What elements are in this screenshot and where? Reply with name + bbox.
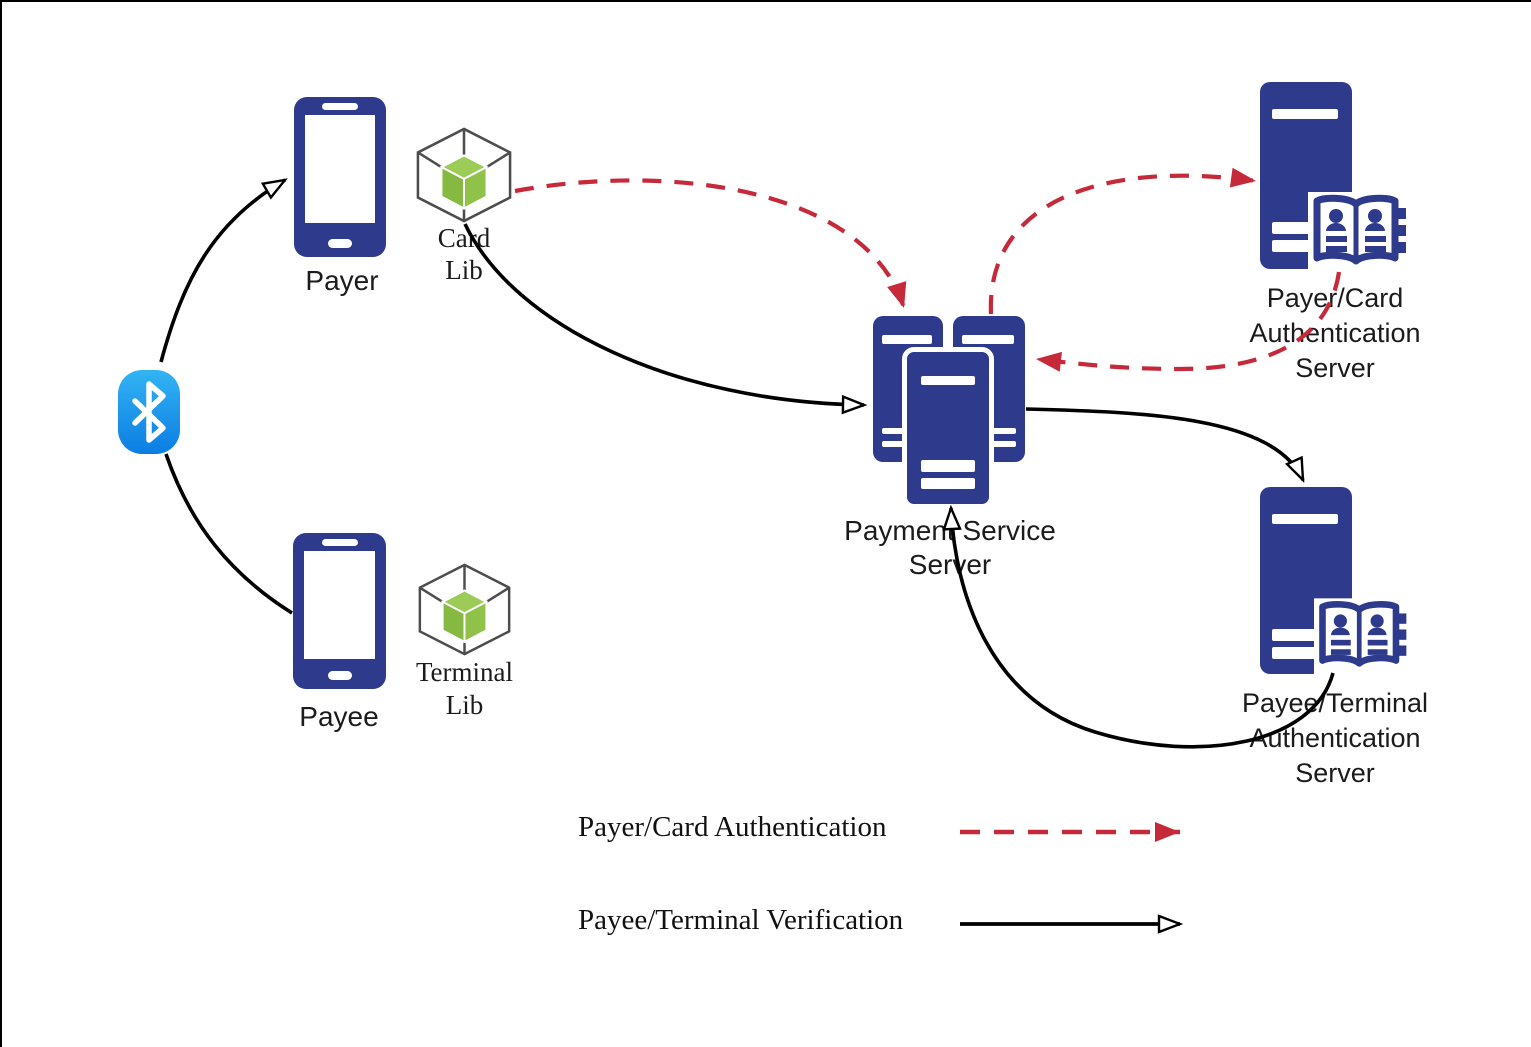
phone-speaker — [322, 103, 358, 110]
directory-book-icon — [1314, 598, 1407, 676]
terminal-lib-package-icon — [418, 563, 511, 656]
payee-label: Payee — [299, 701, 379, 732]
phone-screen — [304, 551, 375, 659]
edge-cardlib-to-payment-server-red — [514, 178, 907, 309]
tower-slot — [920, 376, 976, 385]
legend-payer-card-authentication-label: Payer/Card Authentication — [578, 811, 887, 843]
phone-home-button — [328, 239, 352, 248]
directory-book-icon — [1308, 192, 1406, 274]
bluetooth-icon — [118, 370, 180, 454]
server-tower-front-icon — [902, 347, 994, 509]
tower-slot — [973, 428, 1016, 434]
tower-slot — [973, 441, 1016, 447]
tower-slot — [920, 460, 976, 472]
bluetooth-rune — [132, 381, 166, 443]
tower-slot — [920, 478, 976, 489]
tower-slot — [1271, 514, 1339, 524]
tower-slot — [1271, 109, 1339, 119]
edge-payment-server-to-payer-card-auth — [988, 167, 1257, 315]
phone-screen — [305, 115, 375, 223]
payee-terminal-auth-server-label: Payee/Terminal Authentication Server — [1241, 688, 1429, 788]
edge-bluetooth-to-payer — [159, 180, 285, 363]
edge-payment-server-to-payee-terminal-auth — [1025, 407, 1305, 480]
phone-home-button — [327, 671, 352, 680]
payment-service-server-label: Payment Service Server — [844, 515, 1056, 580]
tower-slot — [882, 335, 933, 344]
card-lib-package-icon — [416, 127, 512, 223]
terminal-lib-label: Terminal Lib — [415, 657, 514, 720]
payer-phone-icon — [294, 97, 386, 257]
card-lib-label: Card Lib — [437, 223, 491, 285]
payee-phone-icon — [293, 533, 386, 689]
payer-card-auth-server-label: Payer/Card Authentication Server — [1249, 283, 1421, 383]
edge-bluetooth-to-payee — [164, 453, 293, 615]
legend-payee-terminal-verification-label: Payee/Terminal Verification — [578, 904, 904, 936]
payer-label: Payer — [305, 265, 379, 296]
phone-speaker — [321, 539, 358, 546]
tower-slot — [962, 335, 1015, 344]
edge-cardlib-to-payment-server — [463, 223, 864, 405]
